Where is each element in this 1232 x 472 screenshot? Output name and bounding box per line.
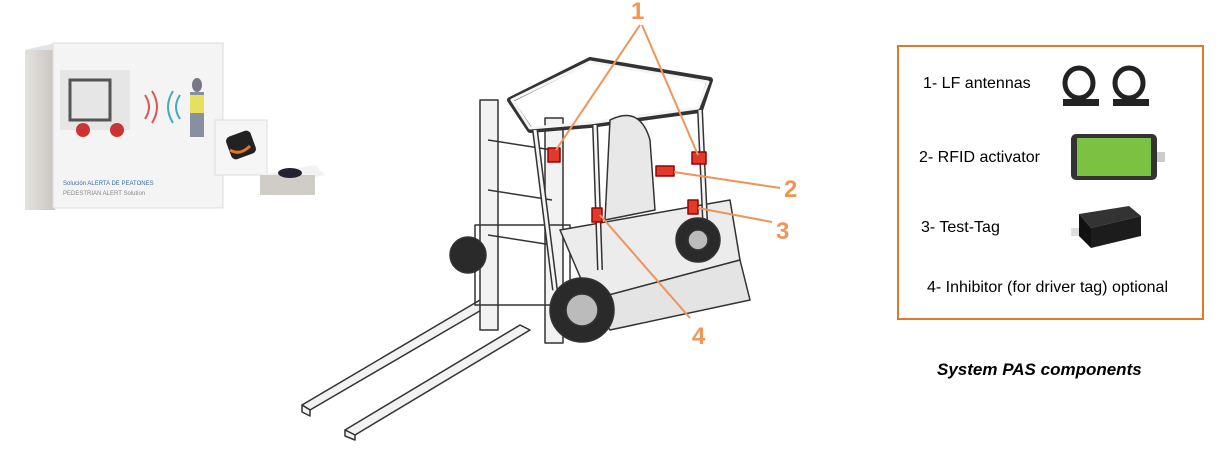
kit-box-text-en: PEDESTRIAN ALERT Solution <box>63 191 145 197</box>
test-tag-box-icon <box>1071 206 1141 248</box>
antenna-marker <box>691 151 707 165</box>
antenna-marker <box>547 147 561 163</box>
callout-3: 3 <box>776 218 790 245</box>
product-kit-image: Solución ALERTA DE PEATONES PEDESTRIAN A… <box>15 25 345 245</box>
legend-item-2: 2- RFID activator <box>919 149 1040 166</box>
inhibitor-marker <box>591 207 603 223</box>
callout-lines <box>555 24 781 319</box>
components-legend: 1- LF antennas 2- RFID activator 3- Test… <box>897 45 1204 320</box>
antenna-coil-icon <box>1062 65 1149 106</box>
rfid-activator-marker <box>655 165 675 177</box>
callout-2: 2 <box>784 176 798 203</box>
forklift-diagram: 1 2 3 4 <box>290 0 850 467</box>
rfid-activator-icon <box>1071 134 1165 180</box>
kit-box-text-es: Solución ALERTA DE PEATONES <box>63 181 154 187</box>
legend-item-4: 4- Inhibitor (for driver tag) optional <box>927 279 1168 296</box>
caption: System PAS components <box>937 360 1142 379</box>
callout-4: 4 <box>692 323 706 350</box>
legend-item-1: 1- LF antennas <box>923 75 1031 92</box>
test-tag-marker <box>687 199 699 215</box>
legend-item-3: 3- Test-Tag <box>921 219 1000 236</box>
callout-1: 1 <box>631 0 645 25</box>
